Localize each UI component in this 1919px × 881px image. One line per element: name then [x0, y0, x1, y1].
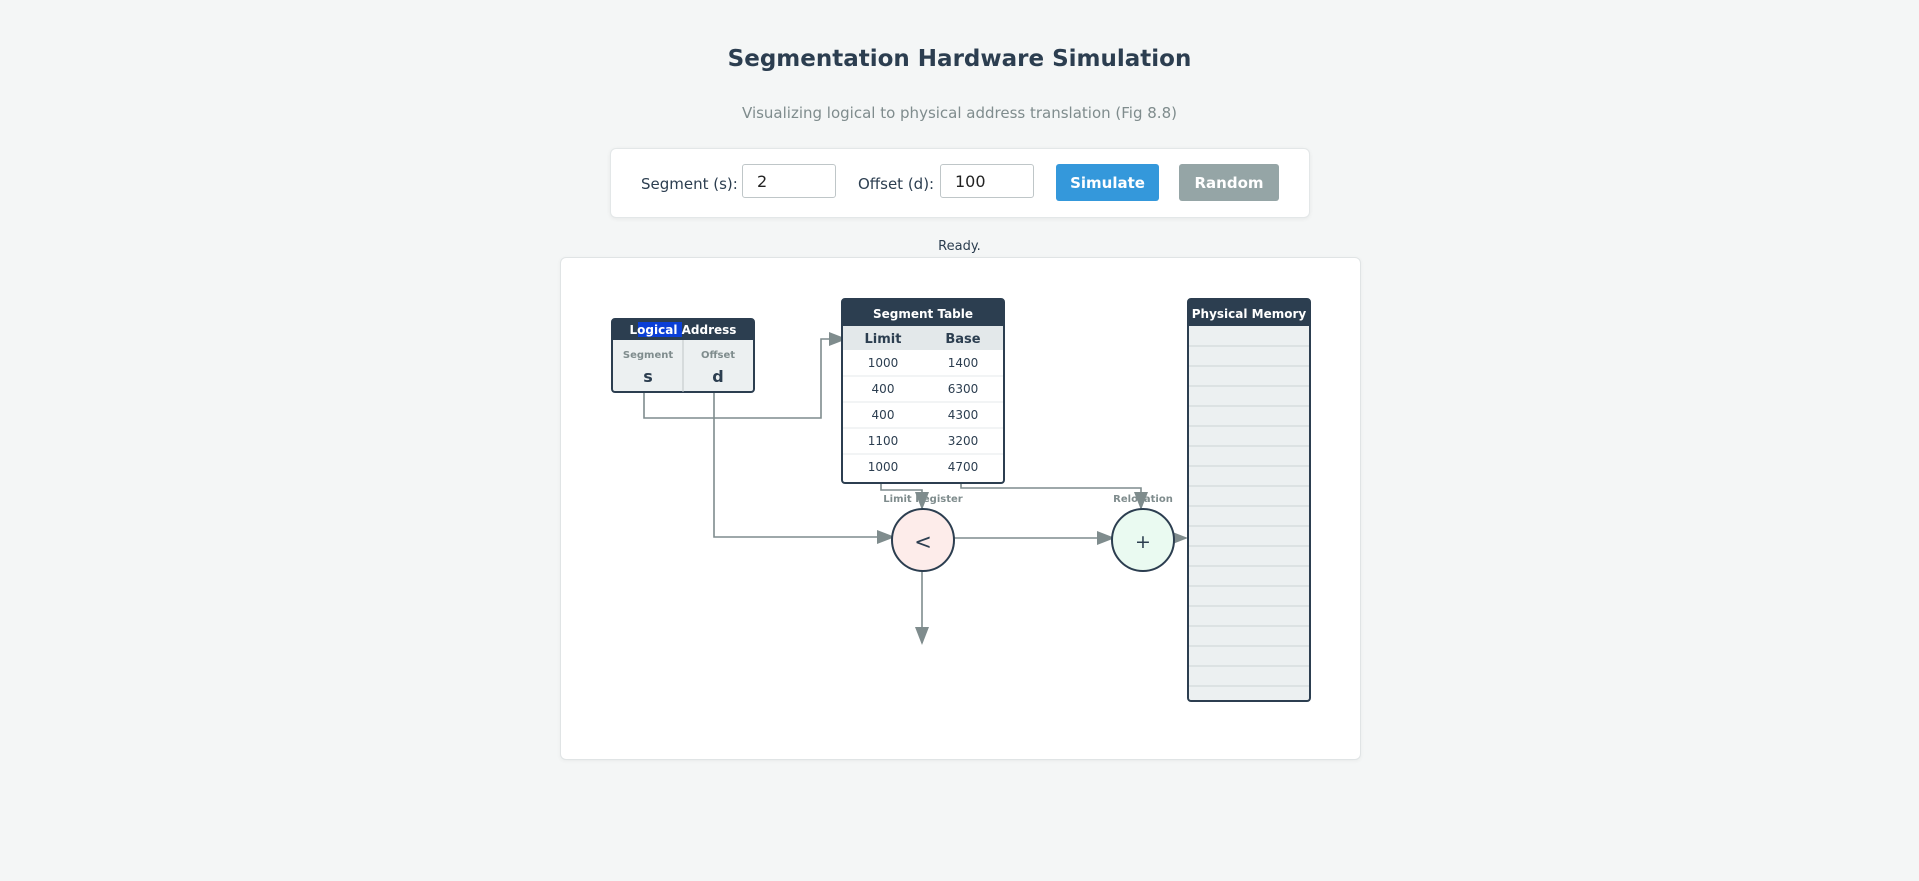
text-selection-highlight — [638, 322, 682, 337]
table-cell-limit: 400 — [872, 382, 895, 396]
offset-to-comparator-arrow — [713, 339, 895, 544]
page-subtitle: Visualizing logical to physical address … — [742, 104, 1177, 122]
offset-input[interactable] — [940, 164, 1034, 198]
comparator-symbol: < — [914, 530, 932, 554]
physical-memory: Physical Memory — [1187, 298, 1311, 702]
table-cell-base: 4300 — [948, 408, 979, 422]
limit-to-comparator-arrow — [880, 484, 929, 510]
random-button[interactable]: Random — [1179, 164, 1279, 201]
limit-column-header: Limit — [865, 332, 902, 347]
segmentation-diagram: Logical Address Segment Offset s d Segme… — [611, 298, 1311, 702]
base-to-adder-arrow — [960, 484, 1148, 510]
physical-memory-title: Physical Memory — [1192, 307, 1307, 321]
segment-caption: Segment — [623, 350, 673, 361]
offset-symbol: d — [712, 367, 723, 386]
table-cell-base: 3200 — [948, 434, 979, 448]
segment-symbol: s — [643, 367, 653, 386]
logical-address-title: Logical Address — [630, 323, 737, 337]
table-cell-limit: 1000 — [868, 460, 899, 474]
segment-table: Segment Table Limit Base 1000 1400 400 6300… — [841, 298, 1005, 484]
status-text: Ready. — [938, 239, 981, 254]
table-cell-base: 4700 — [948, 460, 979, 474]
segment-input[interactable] — [742, 164, 836, 198]
table-cell-base: 6300 — [948, 382, 979, 396]
diagram-canvas: Logical Address Segment Offset s d Segme… — [560, 257, 1361, 760]
relocation-label: Relocation — [1113, 494, 1173, 505]
page-title: Segmentation Hardware Simulation — [727, 46, 1192, 72]
limit-register-label: Limit Register — [883, 494, 962, 505]
table-cell-base: 1400 — [948, 356, 979, 370]
adder-symbol: + — [1135, 531, 1151, 553]
offset-caption: Offset — [701, 350, 735, 361]
segment-label: Segment (s): — [641, 175, 738, 193]
table-cell-limit: 1100 — [868, 434, 899, 448]
base-column-header: Base — [945, 332, 980, 347]
segment-table-title: Segment Table — [873, 307, 973, 321]
adder: + — [1111, 508, 1175, 572]
table-cell-limit: 1000 — [868, 356, 899, 370]
control-panel: Segment (s): Offset (d): Simulate Random — [610, 148, 1310, 218]
comparator: < — [891, 508, 955, 572]
offset-label: Offset (d): — [858, 175, 935, 193]
table-cell-limit: 400 — [872, 408, 895, 422]
logical-address-box: Logical Address Segment Offset s d — [611, 318, 755, 393]
simulate-button[interactable]: Simulate — [1056, 164, 1159, 201]
